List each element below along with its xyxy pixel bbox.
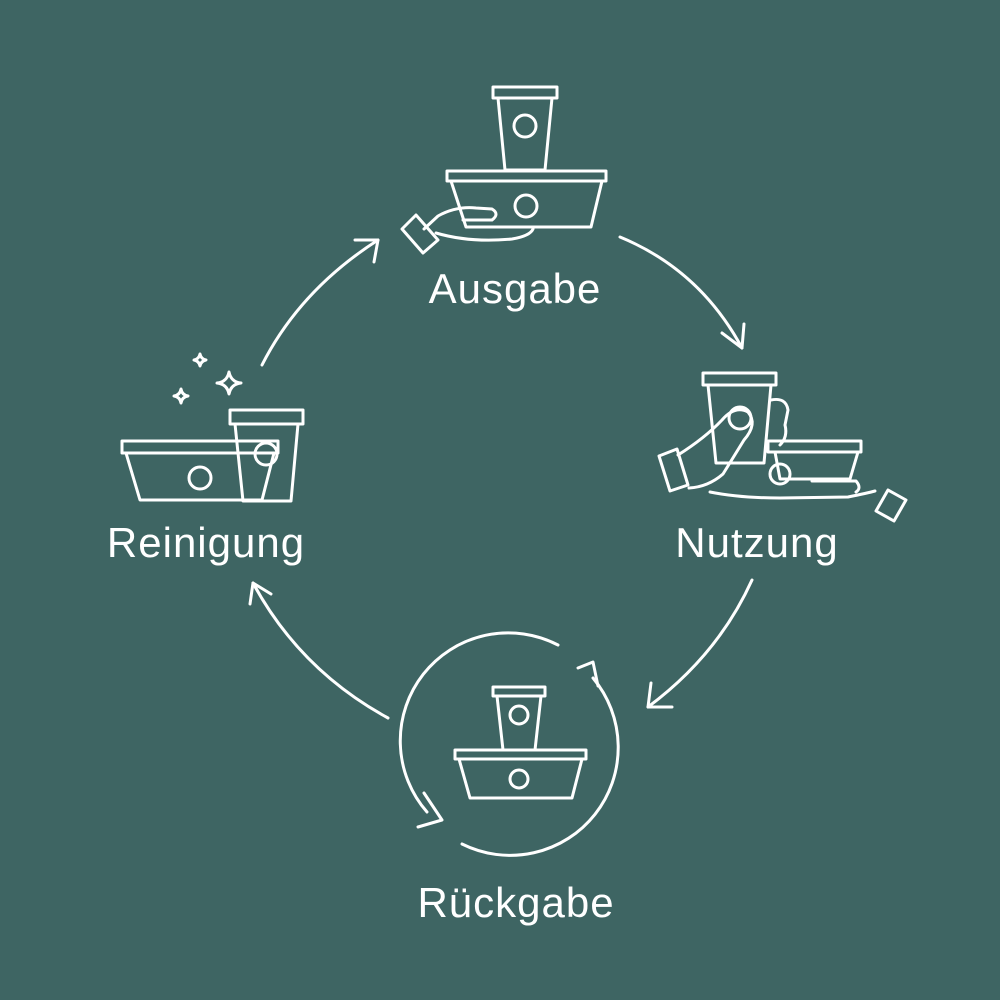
sparkle-icon	[192, 352, 208, 368]
hands-holding-cup-and-bowl-icon	[657, 371, 908, 523]
sparkle-icon	[215, 370, 243, 396]
arrow-nutzung-to-rueckgabe	[646, 578, 754, 709]
clean-sparkling-cup-and-bowl-icon	[120, 352, 305, 503]
step-label-rueckgabe: Rückgabe	[417, 879, 615, 926]
arrow-rueckgabe-to-reinigung	[248, 581, 390, 720]
arrow-reinigung-to-ausgabe	[260, 238, 380, 367]
step-label-nutzung: Nutzung	[675, 519, 839, 566]
sparkle-icon	[172, 387, 190, 405]
step-label-reinigung: Reinigung	[106, 519, 306, 566]
step-label-ausgabe: Ausgabe	[428, 265, 602, 312]
arrow-ausgabe-to-nutzung	[618, 235, 746, 350]
hand-serving-cup-and-bowl-icon	[400, 85, 608, 255]
recycle-cup-and-bowl-icon	[398, 631, 620, 857]
